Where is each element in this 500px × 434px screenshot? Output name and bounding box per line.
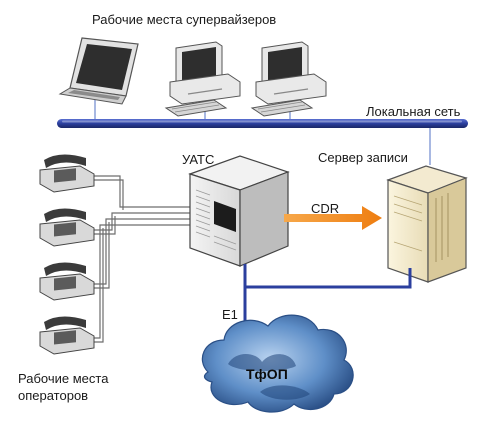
desktop-computer-icon (164, 41, 241, 117)
pbx-label: УАТС (182, 152, 215, 167)
server-tower-icon (386, 165, 468, 283)
lan-bus (57, 119, 468, 128)
laptop-icon (58, 37, 139, 105)
operator-workstations-label: Рабочие места операторов (18, 370, 148, 404)
cloud-icon (201, 314, 354, 413)
cdr-label: CDR (311, 201, 340, 216)
operators-label-line1: Рабочие места (18, 371, 109, 386)
desktop-computer-icon-2 (250, 41, 327, 117)
e1-link (243, 264, 412, 328)
server-cabinet-icon (188, 155, 290, 267)
local-network-label: Локальная сеть (366, 104, 461, 119)
cdr-arrow (284, 206, 382, 230)
telephone-icon (39, 154, 95, 193)
record-server-label: Сервер записи (318, 150, 408, 165)
telephone-icon-4 (39, 316, 95, 355)
telephone-icon-2 (39, 208, 95, 247)
operators-label-line2: операторов (18, 388, 89, 403)
supervisor-workstations-label: Рабочие места супервайзеров (92, 12, 277, 27)
phone-cables (92, 175, 192, 343)
e1-label: E1 (222, 307, 238, 322)
pstn-label: ТфОП (246, 366, 288, 382)
telephone-icon-3 (39, 262, 95, 301)
